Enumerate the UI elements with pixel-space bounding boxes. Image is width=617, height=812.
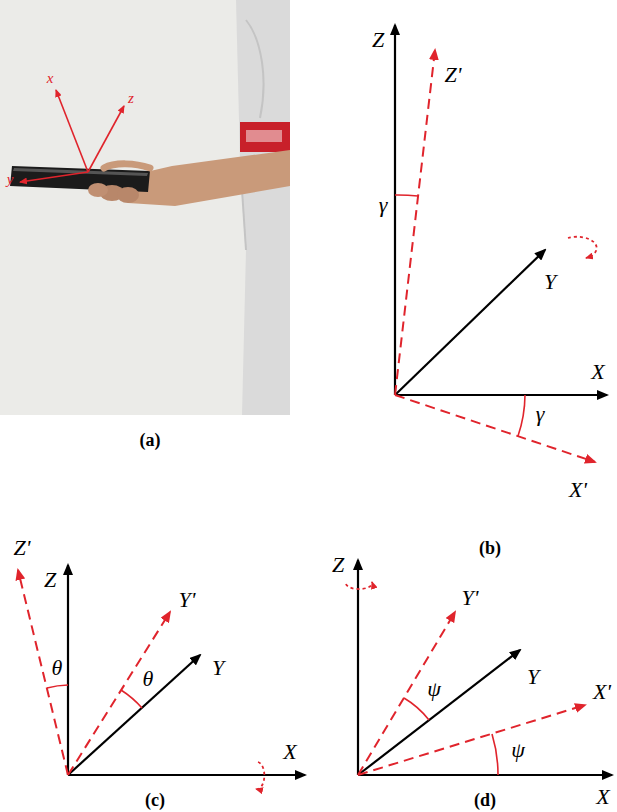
axis-label: Y' xyxy=(179,589,196,611)
axis-label: Y xyxy=(212,657,224,679)
axis-label: γ xyxy=(536,403,545,425)
axis-label: X' xyxy=(593,681,611,703)
axis-label: ψ xyxy=(427,678,441,700)
panel-caption: (b) xyxy=(479,539,501,557)
axis-label: Z xyxy=(372,29,384,51)
axis-label: Y' xyxy=(462,587,479,609)
phone-photo xyxy=(0,0,290,415)
axis-label: Z xyxy=(332,554,344,576)
roll-axes xyxy=(395,25,607,462)
axis-label: γ xyxy=(379,194,388,216)
photo-axis-label: y xyxy=(7,172,14,187)
axis-label: Z xyxy=(44,569,56,591)
axis-label: X xyxy=(283,741,296,763)
yaw-axes xyxy=(346,560,612,775)
axis-label: θ xyxy=(143,668,154,690)
axis-label: X xyxy=(591,361,604,383)
pitch-axes xyxy=(18,565,305,789)
axis-label: Y xyxy=(527,666,539,688)
axis-label: Z' xyxy=(14,537,31,559)
panel-caption: (a) xyxy=(140,431,161,449)
panel-caption: (c) xyxy=(145,791,165,809)
photo-axis-label: z xyxy=(128,91,134,106)
panel-caption: (d) xyxy=(474,791,496,809)
axis-label: θ xyxy=(52,657,63,679)
axis-label: X' xyxy=(569,479,587,501)
photo-axis-label: x xyxy=(47,71,54,86)
axis-label: X xyxy=(596,786,609,808)
axis-label: Z' xyxy=(445,64,462,86)
axis-label: Y xyxy=(544,271,556,293)
axis-label: ψ xyxy=(511,739,525,761)
